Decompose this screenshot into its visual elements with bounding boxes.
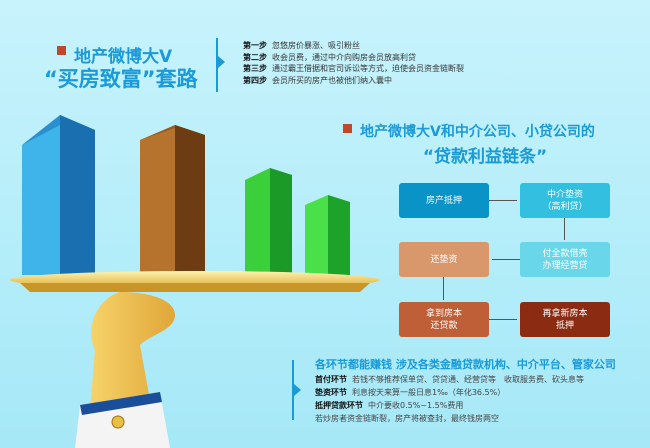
step-item: 第三步通过霸王借据和官司诉讼等方式，迫使会员资金链断裂 xyxy=(243,64,464,73)
flow-step-full-payment: 付全款借壳 办理经营贷 xyxy=(520,242,610,277)
title-bullet-square xyxy=(343,124,352,133)
notes-heading: 各环节都能赚钱 涉及各类金融贷款机构、中介平台、管家公司 xyxy=(315,358,616,371)
step-item: 第一步忽悠房价暴涨、吸引粉丝 xyxy=(243,41,360,50)
flow-step-repay-advance: 还垫资 xyxy=(399,242,489,277)
title1-line1: 地产微博大V xyxy=(74,47,173,67)
title2-line2: “贷款利益链条” xyxy=(422,147,548,167)
flow-step-agency-advance: 中介垫资 （高利贷） xyxy=(520,183,610,218)
buildings-on-tray-illustration xyxy=(10,115,380,448)
note-item: 垫资环节利息按天来算一般日息1‰（年化36.5%） xyxy=(315,388,506,397)
steps-list: 第一步忽悠房价暴涨、吸引粉丝 第二步收会员费，通过中介向购房会员放高利贷 第三步… xyxy=(243,40,464,86)
flow-step-remortgage: 再拿新房本 抵押 xyxy=(520,302,610,337)
small-green-building xyxy=(305,195,350,275)
hand xyxy=(75,292,175,448)
flow-step-mortgage: 房产抵押 xyxy=(399,183,489,218)
pointer-triangle-icon xyxy=(218,56,225,68)
arrow-down xyxy=(443,277,444,300)
flow-step-get-deed: 拿到房本 还贷款 xyxy=(399,302,489,337)
brown-building xyxy=(140,125,205,275)
arrow-right xyxy=(489,200,517,201)
step-item: 第四步会员所买的房产也被他们纳入囊中 xyxy=(243,75,392,85)
tray xyxy=(10,271,380,292)
arrow-down xyxy=(564,218,565,240)
blue-building xyxy=(22,115,95,275)
arrow-left xyxy=(492,259,520,260)
pointer-triangle-icon xyxy=(294,384,301,396)
bottom-divider xyxy=(292,360,294,420)
title2-line1: 地产微博大V和中介公司、小贷公司的 xyxy=(360,124,595,140)
note-item: 抵押贷款环节中介要收0.5%~1.5%费用 xyxy=(315,401,464,410)
title-bullet-square xyxy=(57,46,66,55)
arrow-right xyxy=(489,319,517,320)
steps-divider xyxy=(216,38,218,92)
green-building xyxy=(245,168,292,275)
note-item: 首付环节若钱不够推荐保单贷、贷贷通、经营贷等 收取服务费、砍头息等 xyxy=(315,375,584,384)
title1-line2: “买房致富”套路 xyxy=(44,67,198,91)
profit-notes: 各环节都能赚钱 涉及各类金融贷款机构、中介平台、管家公司 首付环节若钱不够推荐保… xyxy=(315,357,616,425)
notes-footer: 若炒房者资金链断裂，房产将被查封，最终钱房两空 xyxy=(315,414,499,423)
step-item: 第二步收会员费，通过中介向购房会员放高利贷 xyxy=(243,52,416,62)
